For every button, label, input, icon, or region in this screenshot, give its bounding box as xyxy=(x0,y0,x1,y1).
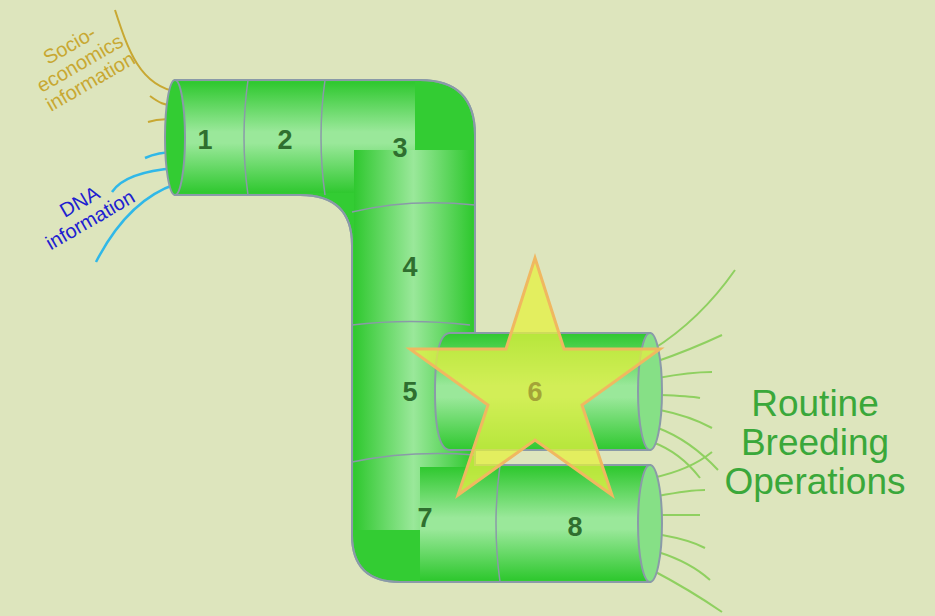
segment-number: 8 xyxy=(567,514,582,541)
pipe-segment: 7 xyxy=(395,498,455,538)
pipe-cap xyxy=(165,80,185,195)
pipe-body xyxy=(175,80,650,582)
pipe-open-end xyxy=(638,465,662,582)
pipe-highlight xyxy=(420,467,648,580)
output-label: Routine Breeding Operations xyxy=(695,385,935,502)
segment-number: 4 xyxy=(402,254,417,281)
pipe-segment: 8 xyxy=(545,507,605,547)
pipe-segment: 2 xyxy=(255,120,315,160)
segment-dividers xyxy=(244,80,500,582)
segment-number: 2 xyxy=(277,127,292,154)
pipe-outline xyxy=(175,80,650,582)
segment-number: 7 xyxy=(417,505,432,532)
output-wires xyxy=(652,270,735,612)
input-label: DNA information xyxy=(27,165,143,256)
pipe-segment: 5 xyxy=(380,372,440,412)
segment-number: 6 xyxy=(527,379,542,406)
input-label: Socio- economics information xyxy=(17,9,144,119)
segment-number: 3 xyxy=(392,135,407,162)
pipe-segment: 4 xyxy=(380,247,440,287)
pipe-segment: 1 xyxy=(175,120,235,160)
segment-number: 5 xyxy=(402,379,417,406)
highlight-star xyxy=(410,258,660,495)
pipe-segment: 6 xyxy=(505,372,565,412)
pipe-segment: 3 xyxy=(370,128,430,168)
segment-number: 1 xyxy=(197,127,212,154)
